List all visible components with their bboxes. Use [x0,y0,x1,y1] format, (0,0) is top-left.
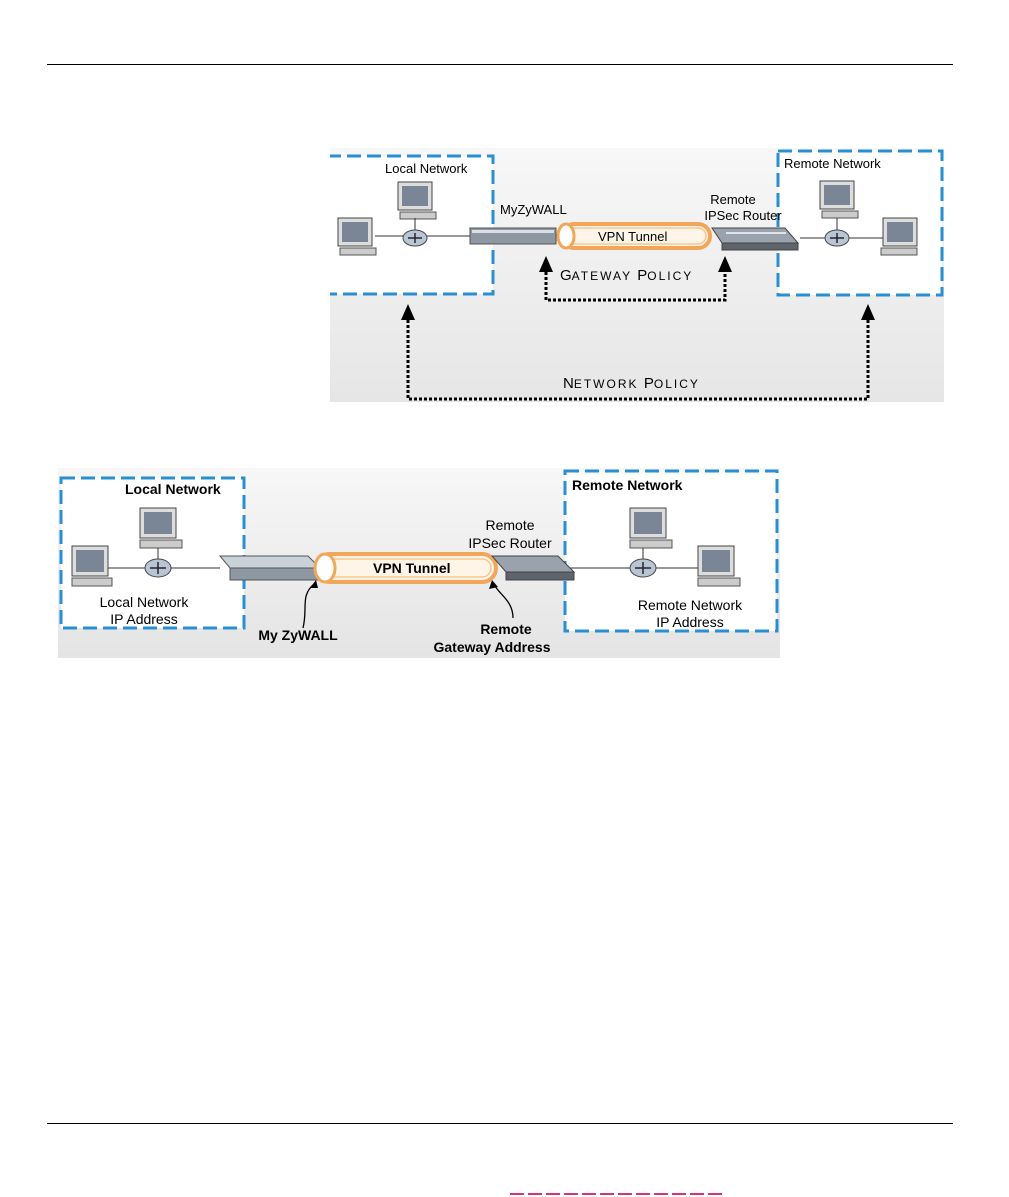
computer-icon [338,218,376,255]
remote-router-label-line1: Remote [710,192,756,207]
ipsec-router-device-icon [712,228,798,250]
computer-icon [140,508,182,548]
vpn-addressing-figure: Local Network Remote Network Local Netwo… [58,468,780,658]
vpn-tunnel-label: VPN Tunnel [373,560,451,576]
local-network-label: Local Network [385,161,468,176]
vpn-tunnel-label: VPN Tunnel [598,229,667,244]
local-network-label: Local Network [125,481,221,497]
my-zywall-label: My ZyWALL [258,627,338,643]
zywall-device-icon [220,556,320,580]
remote-router-label-line2: IPSec Router [704,208,782,223]
figure-top-svg: Local Network Remote Network MyZyWALL VP… [330,148,944,402]
gateway-policy-label: GATEWAY POLICY [560,267,693,284]
remote-ip-label-line2: IP Address [656,614,723,630]
router-icon [630,559,656,577]
remote-router-label-line2: IPSec Router [468,535,552,551]
computer-icon [820,181,858,218]
zywall-device-icon [470,228,556,244]
remote-gateway-label-line1: Remote [480,621,532,637]
figure-bottom-svg: Local Network Remote Network Local Netwo… [58,468,780,658]
gateway-network-policy-figure: Local Network Remote Network MyZyWALL VP… [330,148,944,402]
computer-icon [72,546,112,586]
remote-ip-label-line1: Remote Network [638,597,743,613]
computer-icon [630,508,672,548]
footer-rule [47,1123,953,1124]
router-icon [825,230,849,246]
computer-icon [398,182,436,219]
network-policy-label: NETWORK POLICY [563,375,700,392]
local-ip-label-line1: Local Network [100,594,190,610]
accent-strip [510,1193,724,1195]
computer-icon [698,546,740,586]
remote-gateway-label-line2: Gateway Address [434,639,551,655]
router-icon [145,559,171,577]
header-rule [47,64,953,65]
router-icon [403,230,427,246]
local-ip-label-line2: IP Address [110,611,177,627]
remote-network-label: Remote Network [572,477,683,493]
remote-network-label: Remote Network [784,156,881,171]
computer-icon [881,218,917,255]
remote-router-label-line1: Remote [485,517,534,533]
my-zywall-label: MyZyWALL [500,202,567,217]
